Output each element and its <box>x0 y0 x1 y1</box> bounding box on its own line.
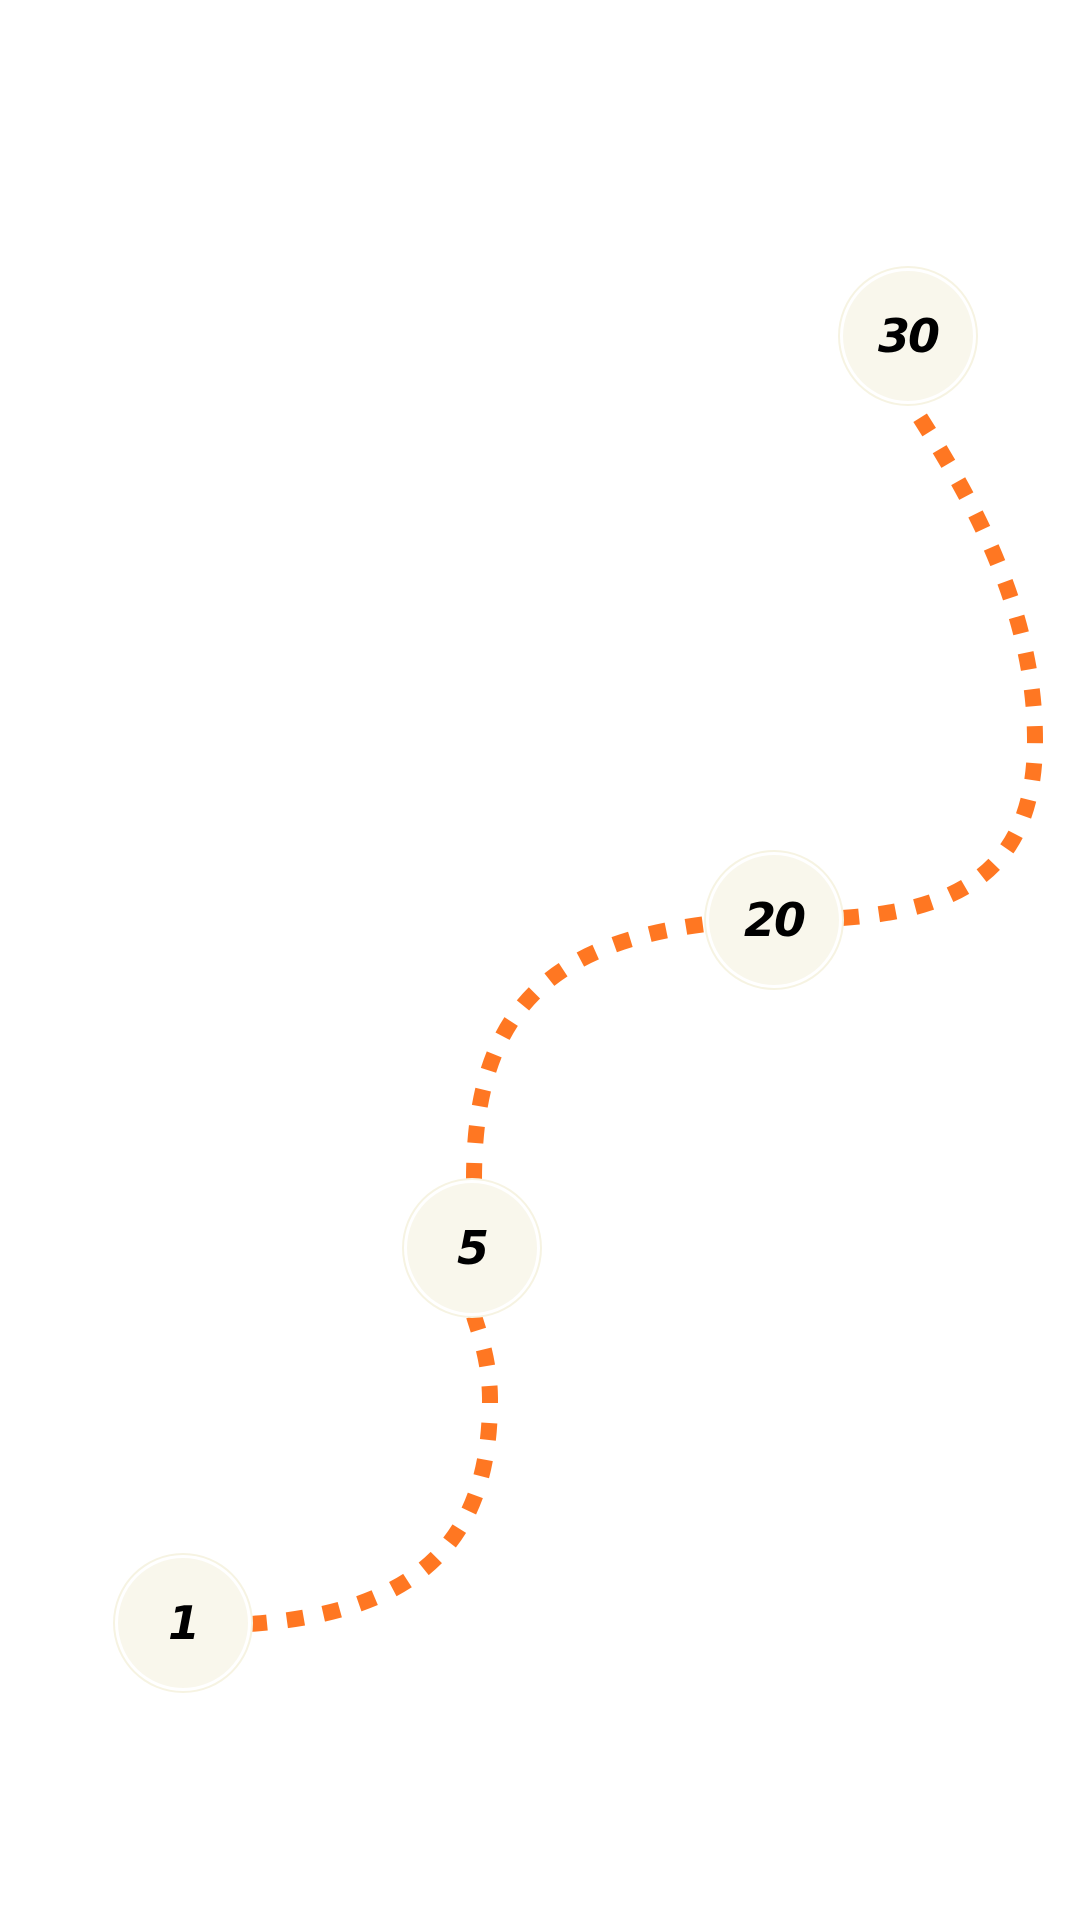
path-segment-5-to-20 <box>466 916 708 1181</box>
level-number: 20 <box>743 893 806 947</box>
level-node-5[interactable]: 5 <box>407 1183 537 1313</box>
level-node-30[interactable]: 30 <box>843 271 973 401</box>
level-node-1[interactable]: 1 <box>118 1558 248 1688</box>
path-segment-20-to-30 <box>841 400 1044 926</box>
level-node-20[interactable]: 20 <box>709 855 839 985</box>
path-segment-1-to-5 <box>249 1313 499 1632</box>
level-number: 5 <box>456 1221 489 1275</box>
level-number: 1 <box>167 1596 200 1650</box>
level-number: 30 <box>877 309 940 363</box>
